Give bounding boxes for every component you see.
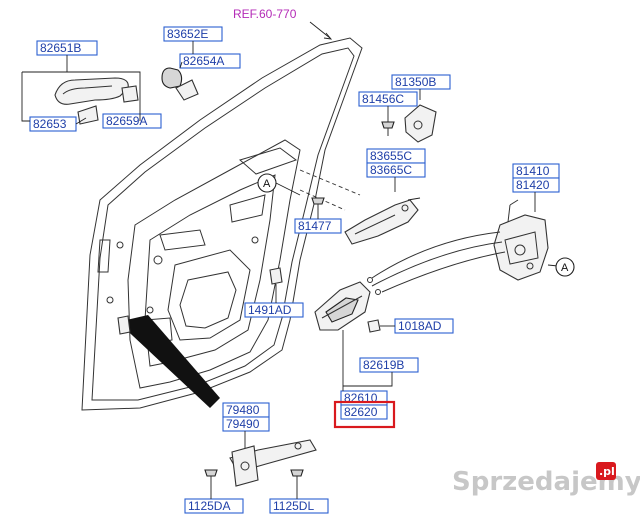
svg-text:1018AD: 1018AD [398, 319, 442, 333]
svg-text:79490: 79490 [226, 417, 260, 431]
label-81456C[interactable]: 81456C [358, 91, 418, 107]
label-83665C[interactable]: 83665C [366, 162, 426, 178]
label-82659A[interactable]: 82659A [102, 113, 162, 129]
label-83652E[interactable]: 83652E [163, 26, 223, 42]
label-79480[interactable]: 79480 [222, 402, 270, 418]
clip-1491AD [269, 267, 283, 303]
callout-a-1[interactable]: A [257, 173, 301, 196]
label-82654A[interactable]: 82654A [179, 53, 241, 69]
inside-handle [344, 177, 421, 245]
inside-handle-assembly [314, 281, 393, 391]
highlight-box [333, 400, 396, 429]
label-82651B[interactable]: 82651B [36, 40, 98, 56]
label-81410[interactable]: 81410 [512, 163, 560, 179]
svg-text:81350B: 81350B [395, 75, 436, 89]
screw-1018AD [367, 319, 395, 333]
latch-bracket [381, 89, 437, 143]
svg-text:82619B: 82619B [363, 358, 404, 372]
svg-text:.pl: .pl [599, 465, 615, 478]
svg-text:1491AD: 1491AD [248, 303, 292, 317]
reference-label: REF.60-770 [233, 7, 297, 21]
label-1125DA[interactable]: 1125DA [184, 498, 244, 514]
svg-text:79480: 79480 [226, 403, 260, 417]
svg-text:81456C: 81456C [362, 92, 404, 106]
label-83655C[interactable]: 83655C [366, 148, 426, 164]
label-79490[interactable]: 79490 [222, 416, 270, 432]
callout-a-2[interactable]: A [555, 257, 575, 277]
rod-cables [367, 231, 506, 295]
door-latch-actuator [493, 192, 559, 281]
door-checker [117, 315, 317, 487]
bolt-81477 [311, 197, 325, 219]
bolts-1125 [204, 469, 304, 499]
label-1125DL[interactable]: 1125DL [269, 498, 329, 514]
label-81350B[interactable]: 81350B [391, 74, 451, 90]
label-1491AD[interactable]: 1491AD [244, 302, 304, 318]
svg-text:81420: 81420 [516, 178, 550, 192]
svg-text:82651B: 82651B [40, 41, 81, 55]
svg-text:1125DA: 1125DA [188, 499, 230, 513]
key-cylinder [161, 41, 199, 101]
svg-text:83665C: 83665C [370, 163, 412, 177]
svg-text:A: A [561, 262, 569, 274]
svg-text:82659A: 82659A [106, 114, 147, 128]
label-82620[interactable]: 82620 [333, 400, 396, 429]
label-81420[interactable]: 81420 [512, 177, 560, 193]
watermark-badge [596, 462, 616, 480]
svg-text:82653: 82653 [33, 117, 67, 131]
label-1018AD[interactable]: 1018AD [394, 318, 454, 334]
label-82653[interactable]: 82653 [29, 116, 77, 132]
svg-text:A: A [263, 178, 271, 190]
svg-text:81477: 81477 [298, 219, 332, 233]
svg-text:82654A: 82654A [183, 54, 224, 68]
label-82619B[interactable]: 82619B [359, 357, 419, 373]
outside-handle [21, 55, 141, 125]
svg-text:81410: 81410 [516, 164, 550, 178]
label-81477[interactable]: 81477 [294, 218, 342, 234]
svg-text:82620: 82620 [344, 405, 378, 419]
watermark: Sprzedajemy .pl [452, 462, 640, 497]
svg-text:83655C: 83655C [370, 149, 412, 163]
svg-text:1125DL: 1125DL [273, 499, 314, 513]
svg-text:83652E: 83652E [167, 27, 208, 41]
